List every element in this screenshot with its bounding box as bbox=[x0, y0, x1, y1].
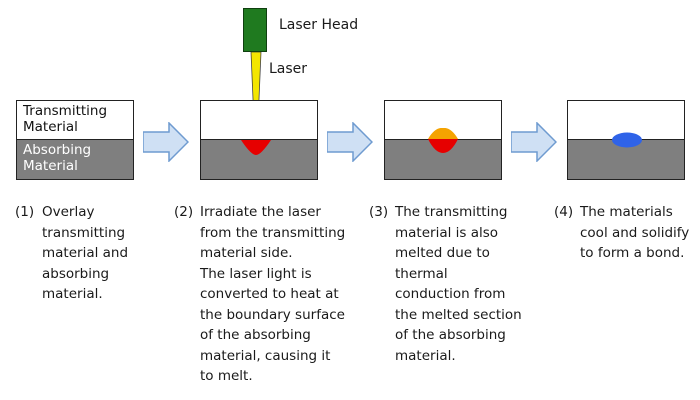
bond-zone bbox=[612, 132, 642, 148]
absorbing-material-label: Absorbing Material bbox=[23, 142, 92, 174]
arrow-right-icon bbox=[327, 122, 373, 162]
transmitting-layer bbox=[17, 101, 133, 139]
melt-zone bbox=[241, 140, 271, 155]
step-text: The materials cool and solidify to form … bbox=[580, 204, 690, 261]
step-number: (2) bbox=[174, 204, 194, 220]
laser-head-label: Laser Head bbox=[279, 17, 359, 33]
step-2-caption: (2) Irradiate the laser from the transmi… bbox=[174, 202, 354, 387]
absorbing-layer bbox=[17, 139, 133, 179]
step-number: (4) bbox=[554, 204, 574, 220]
panel-step-3 bbox=[384, 100, 502, 180]
step-number: (3) bbox=[369, 204, 389, 220]
panel-step-4 bbox=[567, 100, 685, 180]
step-1-caption: (1) Overlay transmitting material and ab… bbox=[15, 202, 145, 305]
step-4-caption: (4) The materials cool and solidify to f… bbox=[554, 202, 694, 264]
melt-zone bbox=[428, 128, 458, 153]
arrow-right-icon bbox=[511, 122, 557, 162]
panel-step-2 bbox=[200, 100, 318, 180]
laser-label: Laser bbox=[269, 61, 308, 77]
step-text: Irradiate the laser from the transmittin… bbox=[200, 204, 346, 384]
laser-head bbox=[243, 8, 267, 52]
step-text: The transmitting material is also melted… bbox=[395, 204, 522, 364]
transmitting-material-label: Transmitting Material bbox=[23, 103, 108, 135]
step-number: (1) bbox=[15, 204, 35, 220]
arrow-right-icon bbox=[143, 122, 189, 162]
step-text: Overlay transmitting material and absorb… bbox=[42, 204, 129, 302]
panel-step-1: Transmitting Material Absorbing Material bbox=[16, 100, 134, 180]
step-3-caption: (3) The transmitting material is also me… bbox=[369, 202, 539, 366]
transmitting-layer bbox=[201, 101, 317, 139]
